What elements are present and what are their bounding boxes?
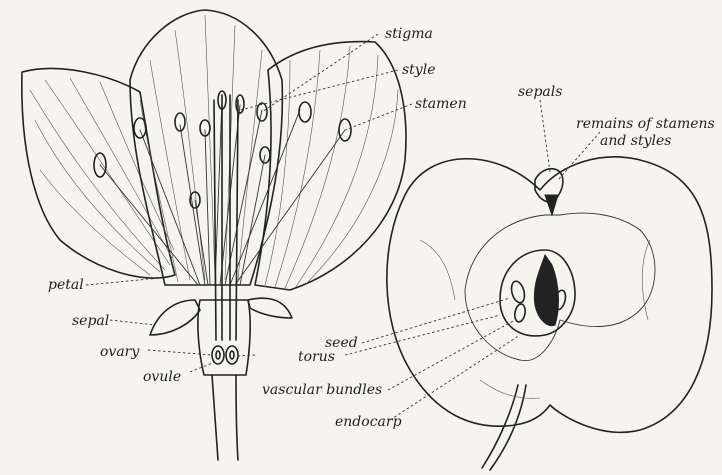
right-petal-veins [265,46,398,288]
left-petal [22,69,175,279]
label-remains-line2: and styles [600,133,671,149]
apple-stalk [482,385,526,470]
left-sepal [150,300,200,335]
label-stamen: stamen [415,96,467,112]
flower-labels: stigma style stamen petal sepal ovary ov… [48,26,467,385]
apple-flesh-marks [420,240,650,398]
label-stigma: stigma [385,26,433,42]
label-ovary: ovary [100,344,140,360]
apple-drawing [387,157,712,470]
label-sepals: sepals [518,84,562,100]
apple-core-line [465,213,655,361]
label-style: style [402,62,435,78]
label-ovule: ovule [143,369,181,385]
label-petal: petal [48,277,84,293]
label-sepal: sepal [72,313,109,329]
label-remains-line1: remains of stamens [576,116,715,132]
label-torus: torus [298,349,335,365]
ovules [212,346,238,364]
apple-core-shade [534,255,558,326]
ovary-body [198,300,250,375]
apple-calyx-tube [545,195,558,215]
right-sepal [248,298,292,318]
label-endocarp: endocarp [335,414,402,430]
label-vascular-bundles: vascular bundles [262,382,382,398]
flower-stalk [212,375,238,460]
